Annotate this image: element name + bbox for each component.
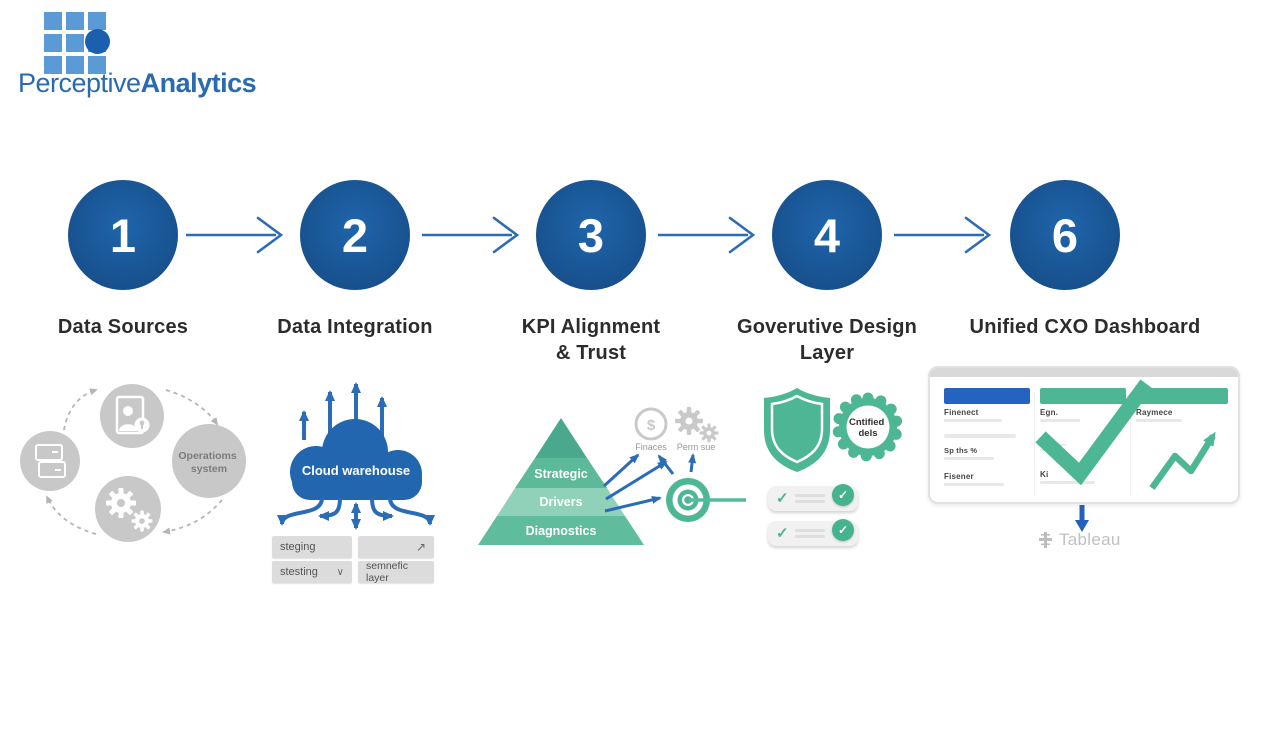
crm-node	[100, 384, 164, 448]
step-label-unified-dashboard: Unified CXO Dashboard	[969, 316, 1201, 338]
step-circle-1: 1	[68, 180, 178, 290]
trend-arrow-icon	[1149, 431, 1216, 490]
data-sources-illustration: Operatioms system	[12, 366, 257, 566]
panel3-title: Raymece	[1136, 408, 1173, 417]
chevron-down-icon: ∨	[336, 566, 344, 578]
brand-second: Analytics	[140, 68, 257, 98]
staging-box: steging	[272, 536, 352, 558]
logo-wordmark: PerceptiveAnalytics	[18, 68, 257, 99]
step-circle-4: 4	[772, 180, 882, 290]
target-bullseye-icon	[666, 478, 746, 522]
shield-icon	[764, 388, 830, 472]
pyramid-level-strategic: Strategic	[534, 467, 588, 481]
panel2-header-bar	[1040, 388, 1126, 404]
svg-text:$: $	[647, 417, 656, 434]
panel1-metric: Sp ths %	[944, 446, 978, 455]
dashboard-card: Finenect Sp ths % Fisener Egn. Ki Raymec…	[928, 366, 1240, 504]
connector-arrow-icon	[658, 216, 756, 254]
connector-arrow-icon	[186, 216, 284, 254]
pyramid-level-drivers: Drivers	[539, 495, 582, 509]
step-circle-2: 2	[300, 180, 410, 290]
pyramid-level-diagnostics: Diagnostics	[526, 524, 597, 538]
panel2-footer: Ki	[1040, 470, 1049, 479]
svg-text:Cntified dels: Cntified dels	[849, 417, 887, 439]
finance-label: Finaces	[635, 442, 667, 452]
kpi-pyramid-graphic: Strategic Drivers Diagnostics $ Finaces	[478, 407, 746, 545]
cycle-arrows-icon	[46, 388, 223, 535]
panel1-header-bar	[944, 388, 1030, 404]
step-label-governance-layer: Goverutive Design Layer	[736, 316, 918, 364]
gears-icon	[106, 488, 153, 532]
logo-dot-icon	[85, 29, 110, 54]
big-checkmark-icon	[1035, 379, 1153, 486]
process-gears-icon	[675, 407, 719, 443]
logo-grid-icon	[44, 12, 106, 74]
badge-label-line2: dels	[858, 428, 877, 439]
placeholder-lines	[794, 526, 825, 541]
data-integration-illustration: Cloud warehouse steging ↗ stesting ∨ sem…	[260, 360, 455, 588]
operations-system-node: Operatioms system	[172, 424, 246, 498]
connector-arrow-icon	[894, 216, 992, 254]
panel1-footer: Fisener	[944, 472, 974, 481]
tableau-label: Tableau	[1059, 530, 1121, 549]
step-number: 1	[109, 208, 137, 262]
data-sources-cycle-graphic: Operatioms system	[20, 384, 246, 542]
badge-label-line1: Cntified	[849, 417, 885, 428]
placeholder-lines	[794, 491, 825, 506]
check-icon: ✓	[776, 525, 789, 542]
export-arrow-icon: ↗	[415, 540, 426, 554]
step-label-data-sources: Data Sources	[57, 316, 189, 338]
operations-label-line2: system	[191, 463, 227, 475]
dashboard-illustration: Finenect Sp ths % Fisener Egn. Ki Raymec…	[928, 362, 1248, 562]
panel1-title: Finenect	[944, 408, 979, 417]
processing-node	[95, 476, 161, 542]
check-icon: ✓	[776, 490, 789, 507]
stacked-boxes-icon	[35, 444, 66, 478]
cloud-shape	[290, 419, 422, 500]
process-label: Perm sue	[677, 442, 716, 452]
step-number: 4	[813, 208, 841, 262]
cloud-warehouse-graphic: Cloud warehouse	[277, 382, 435, 530]
step-number: 2	[341, 208, 369, 262]
testing-box: stesting ∨	[272, 561, 352, 583]
svg-text:Operatioms system: Operatioms system	[178, 450, 239, 475]
tableau-attribution: Tableau	[1038, 530, 1121, 550]
step-label-data-integration: Data Integration	[277, 316, 433, 338]
perceptive-analytics-logo: PerceptiveAnalytics	[18, 10, 278, 100]
step-number: 6	[1051, 208, 1079, 262]
down-arrow-icon	[1075, 505, 1089, 532]
cloud-down-arrows-icon	[277, 497, 435, 530]
operations-label-line1: Operatioms	[178, 450, 237, 462]
brand-first: Perceptive	[18, 68, 141, 98]
database-node	[20, 431, 80, 491]
card-top-strip	[930, 368, 1238, 377]
panel3-header-bar	[1136, 388, 1228, 404]
governance-illustration: Cntified dels ✓ ✓ ✓ ✓	[755, 385, 920, 560]
connector-arrow-icon	[422, 216, 520, 254]
panel2-title: Egn.	[1040, 408, 1059, 417]
checklist-row: ✓ ✓	[768, 483, 858, 511]
certified-badge-icon: Cntified dels	[832, 392, 903, 462]
step-number: 3	[577, 208, 605, 262]
finance-coin-icon: $	[634, 407, 668, 441]
tableau-logo-icon	[1039, 532, 1052, 548]
checklist-row: ✓ ✓	[768, 518, 858, 546]
cloud-warehouse-label: Cloud warehouse	[302, 463, 410, 478]
step-circle-3: 3	[536, 180, 646, 290]
export-box: ↗	[358, 536, 434, 558]
pyramid-shape	[478, 418, 644, 545]
person-frame-icon	[115, 395, 150, 435]
check-circle-icon: ✓	[832, 518, 854, 541]
semantic-layer-box: semnefic layer	[358, 560, 434, 584]
step-circle-5: 6	[1010, 180, 1120, 290]
check-circle-icon: ✓	[832, 483, 854, 506]
alignment-arrows-icon	[602, 453, 697, 513]
kpi-pyramid-illustration: Strategic Drivers Diagnostics $ Finaces	[468, 398, 748, 553]
step-label-kpi-alignment: KPI Alignment & Trust	[521, 316, 661, 364]
